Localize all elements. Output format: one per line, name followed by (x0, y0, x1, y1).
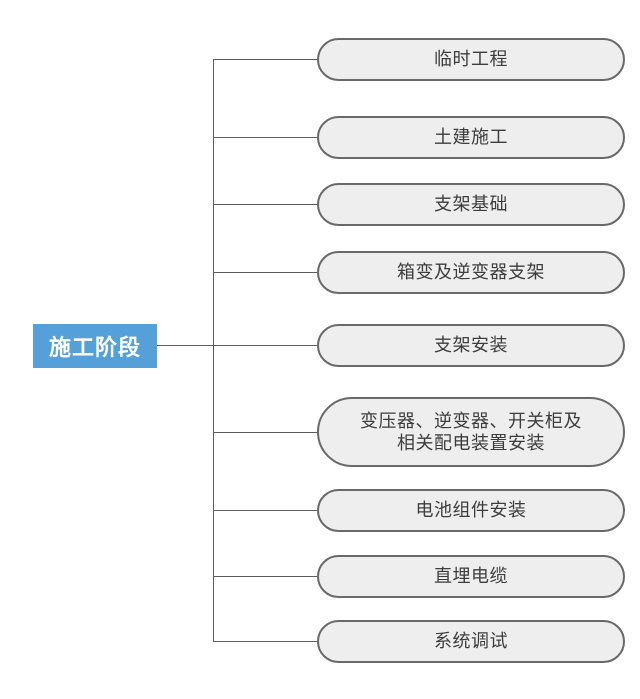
stage-row-box-transformer-inverter-support: 箱变及逆变器支架 (213, 251, 625, 294)
stage-row-electrical-equipment-installation: 变压器、逆变器、开关柜及 相关配电装置安装 (213, 397, 625, 467)
stage-row-civil-construction: 土建施工 (213, 116, 625, 159)
root-connector-line (157, 345, 213, 346)
stage-row-system-commissioning: 系统调试 (213, 620, 625, 663)
stage-label: 支架基础 (434, 194, 508, 215)
branch-line (213, 641, 317, 642)
stage-label: 变压器、逆变器、开关柜及 相关配电装置安装 (360, 410, 582, 454)
stage-label: 直埋电缆 (434, 566, 508, 587)
stage-label: 临时工程 (434, 49, 508, 70)
stage-row-battery-module-installation: 电池组件安装 (213, 489, 625, 532)
root-node-label: 施工阶段 (48, 335, 141, 360)
stage-node-battery-module-installation: 电池组件安装 (317, 489, 625, 532)
stage-label: 箱变及逆变器支架 (397, 262, 545, 283)
stage-label: 电池组件安装 (415, 500, 527, 521)
branch-line (213, 576, 317, 577)
branch-line (213, 345, 317, 346)
branch-line (213, 204, 317, 205)
stage-row-temporary-works: 临时工程 (213, 38, 625, 81)
stage-node-support-foundation: 支架基础 (317, 183, 625, 226)
stage-node-box-transformer-inverter-support: 箱变及逆变器支架 (317, 251, 625, 294)
stage-node-electrical-equipment-installation: 变压器、逆变器、开关柜及 相关配电装置安装 (317, 397, 625, 467)
branch-line (213, 137, 317, 138)
stage-node-support-installation: 支架安装 (317, 324, 625, 367)
stage-label: 系统调试 (434, 631, 508, 652)
stage-node-civil-construction: 土建施工 (317, 116, 625, 159)
trunk-line (213, 60, 214, 641)
stage-label: 土建施工 (434, 127, 508, 148)
branch-line (213, 59, 317, 60)
branch-line (213, 510, 317, 511)
stage-row-direct-buried-cable: 直埋电缆 (213, 555, 625, 598)
stage-row-support-installation: 支架安装 (213, 324, 625, 367)
branch-line (213, 272, 317, 273)
stage-node-temporary-works: 临时工程 (317, 38, 625, 81)
stage-label: 支架安装 (434, 335, 508, 356)
root-node-construction-phase: 施工阶段 (33, 324, 157, 368)
stage-row-support-foundation: 支架基础 (213, 183, 625, 226)
stage-node-system-commissioning: 系统调试 (317, 620, 625, 663)
stage-node-direct-buried-cable: 直埋电缆 (317, 555, 625, 598)
branch-line (213, 431, 317, 433)
